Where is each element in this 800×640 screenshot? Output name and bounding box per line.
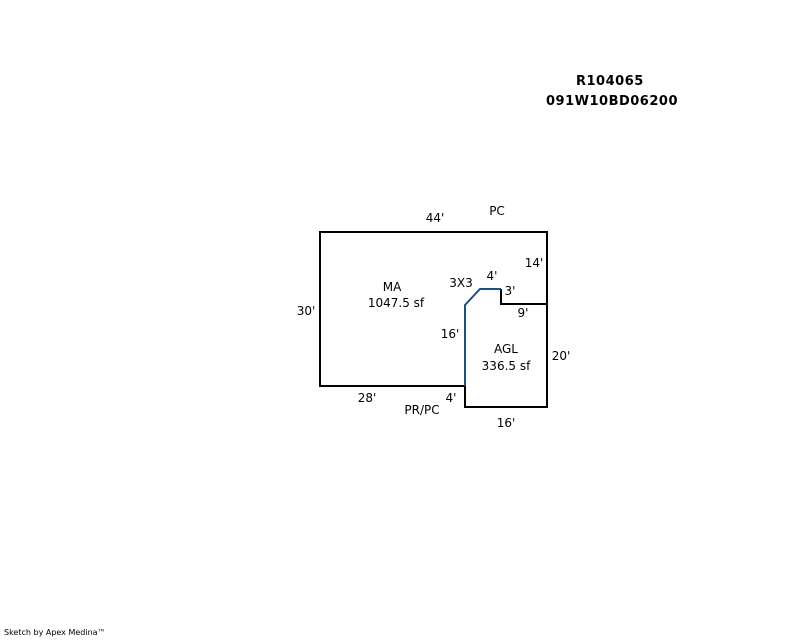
- agl-name-label: AGL: [494, 342, 518, 356]
- dim-agl-bottom: 16': [497, 416, 516, 430]
- dim-ma-left: 30': [297, 304, 316, 318]
- ma-outline: [319, 231, 548, 387]
- dim-notch-bottom: 9': [518, 306, 529, 320]
- dim-ma-bottom: 28': [358, 391, 377, 405]
- agl-area-label: 336.5 sf: [482, 359, 531, 373]
- dim-ma-top: 44': [426, 211, 445, 225]
- footer-credit: Sketch by Apex Medina™: [4, 628, 106, 637]
- dim-agl-left: 16': [441, 327, 460, 341]
- three-by-three-label: 3X3: [449, 276, 473, 290]
- notch-outline-blue: [464, 288, 501, 386]
- ma-area-label: 1047.5 sf: [368, 296, 425, 310]
- dim-notch-right: 3': [505, 284, 516, 298]
- dim-notch-top: 4': [487, 269, 498, 283]
- dim-agl-right: 20': [552, 349, 571, 363]
- pr-pc-label: PR/PC: [404, 403, 439, 417]
- parcel-id: 091W10BD06200: [546, 94, 678, 109]
- dim-ma-right-upper: 14': [525, 256, 544, 270]
- account-id: R104065: [576, 74, 644, 89]
- ma-name-label: MA: [383, 280, 402, 294]
- notch-step: [500, 289, 547, 305]
- agl-outline: [464, 304, 548, 408]
- dim-agl-left-bottom: 4': [446, 391, 457, 405]
- pc-label: PC: [489, 204, 505, 218]
